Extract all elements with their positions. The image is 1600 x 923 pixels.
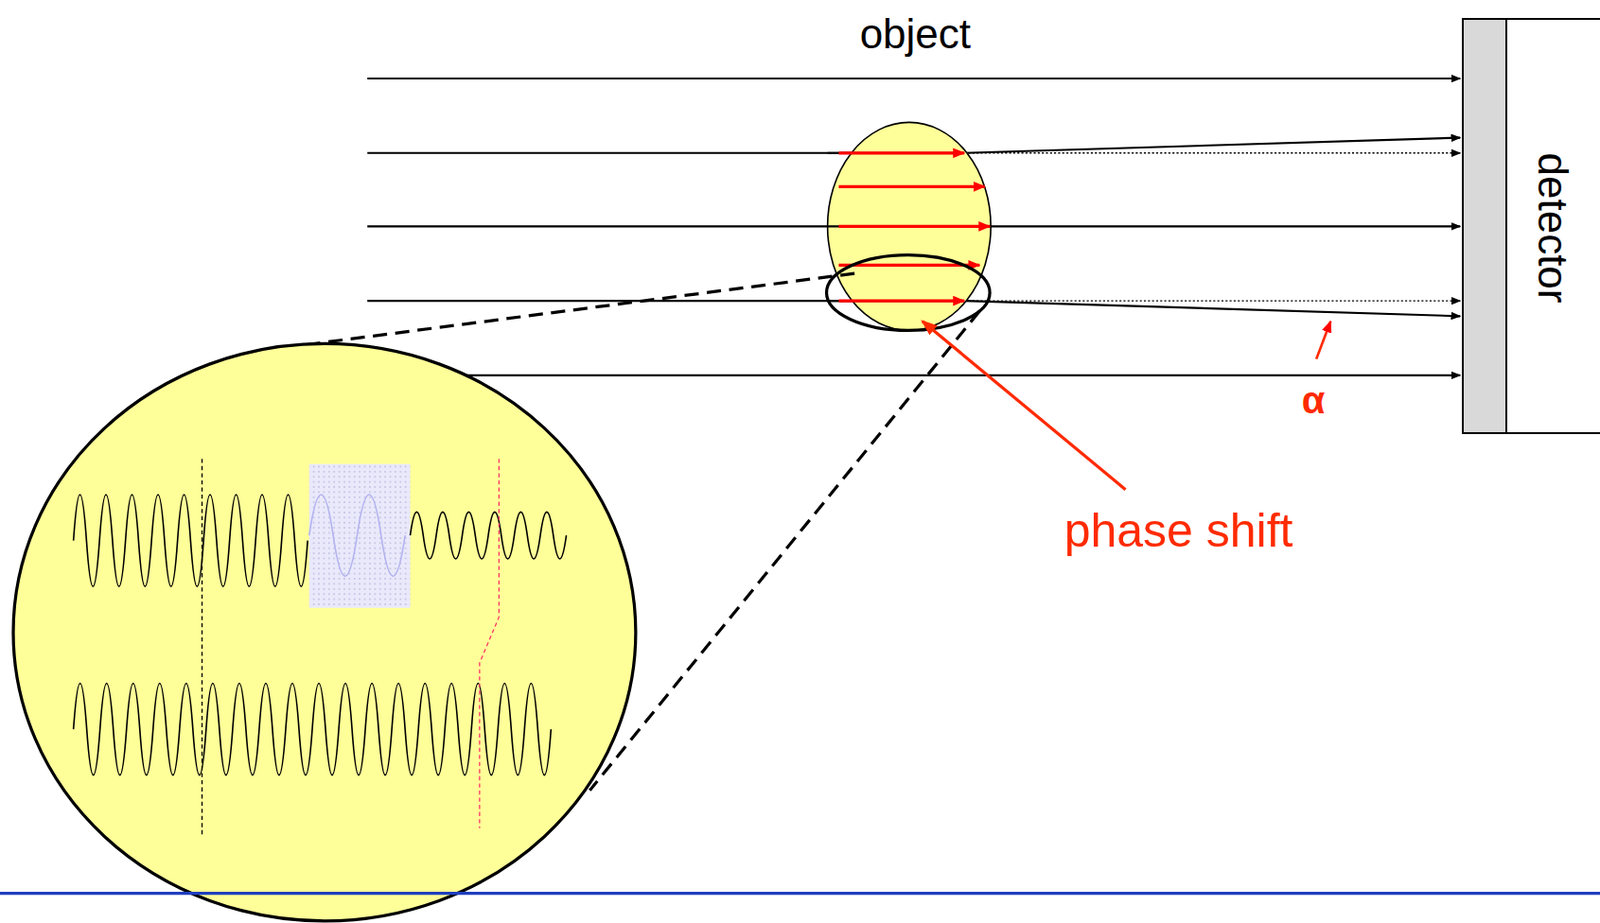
phase-shift-line xyxy=(479,458,499,828)
zoom-line xyxy=(589,311,980,792)
detector-window xyxy=(1463,19,1507,433)
wave xyxy=(410,511,567,560)
ray xyxy=(367,152,965,155)
phase-arrow xyxy=(838,151,965,155)
phase-shift-label: phase shift xyxy=(1064,504,1294,557)
ray xyxy=(367,299,965,302)
slowed-wave xyxy=(309,494,405,577)
ray xyxy=(827,299,966,302)
ray xyxy=(827,152,966,155)
undeflected-ray xyxy=(964,299,1460,301)
magnified-view xyxy=(13,343,636,921)
deflected-ray xyxy=(964,300,1460,317)
wave xyxy=(73,494,309,587)
ray xyxy=(367,374,1460,377)
node-label: detector xyxy=(1529,153,1577,304)
undeflected-ray xyxy=(964,152,1460,154)
phase-arrow xyxy=(838,225,990,229)
phase-reference-line xyxy=(201,458,203,835)
ray xyxy=(827,225,992,228)
angle-leader xyxy=(1316,321,1331,360)
object-label: object xyxy=(860,10,971,56)
phase-object xyxy=(309,464,411,609)
zoom-marker xyxy=(826,255,991,332)
phase-shift-leader xyxy=(922,321,1126,491)
phase-arrows xyxy=(838,153,990,301)
ray xyxy=(367,77,1460,80)
rays-through-object xyxy=(827,153,992,301)
phase-arrow xyxy=(838,299,965,303)
rays xyxy=(367,78,1460,376)
object-ellipse xyxy=(827,122,992,331)
ray xyxy=(367,225,1460,228)
rule xyxy=(0,892,1600,896)
deflected-ray xyxy=(964,138,1460,154)
zoom-line xyxy=(306,273,856,345)
angle-label: α xyxy=(1301,379,1326,422)
detector-box: detector xyxy=(1461,17,1600,435)
phase-arrow xyxy=(838,185,985,189)
